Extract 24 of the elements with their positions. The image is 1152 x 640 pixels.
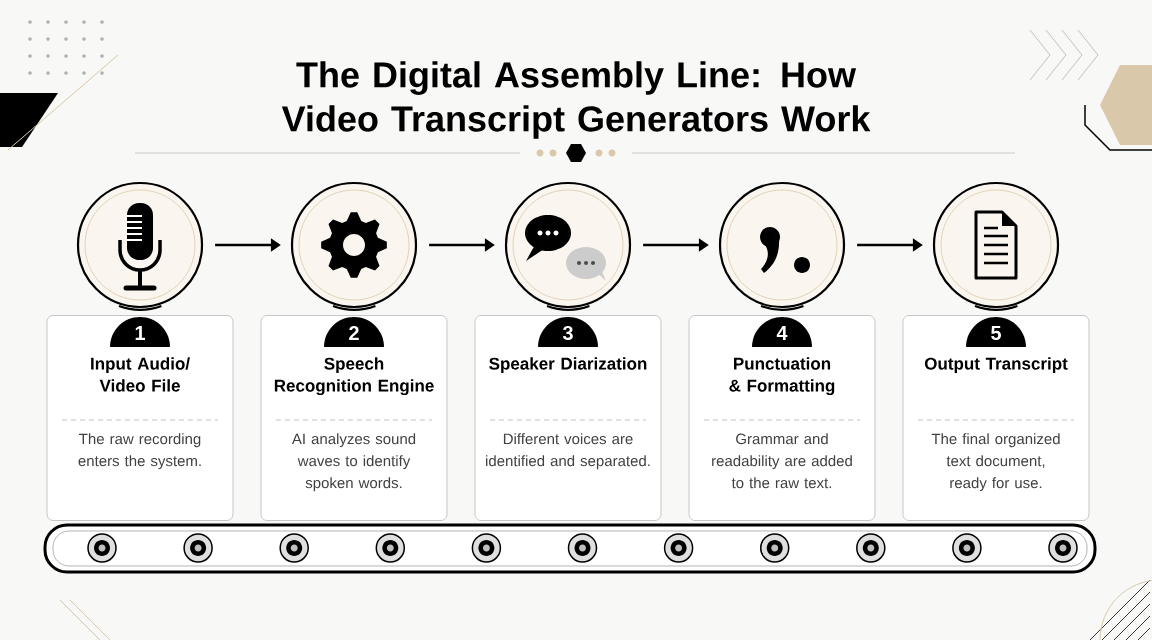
step-circle: [932, 181, 1060, 309]
step-description: The raw recording enters the system.: [78, 433, 201, 470]
title: The Digital Assembly Line: How Video Transcript Generators Work: [281, 61, 871, 139]
number-badge: 5: [966, 317, 1026, 347]
step-description: The final organized text document, ready for use.: [931, 433, 1060, 492]
step-title: Output Transcript: [924, 357, 1068, 374]
step-circle: [76, 181, 204, 309]
step-title: Punctuation & Formatting: [729, 357, 835, 396]
number-badge: 1: [110, 317, 170, 347]
step-card: [688, 304, 876, 521]
step-description: Different voices are identified and separated.: [486, 433, 650, 470]
step-description: AI analyzes sound waves to identify spoken words.: [291, 433, 416, 492]
number-badge: 4: [752, 317, 812, 347]
step-card: [46, 304, 234, 521]
step-title: Speech Recognition Engine: [274, 357, 434, 396]
step-circle: [718, 181, 846, 309]
step-title: Input Audio/ Video File: [91, 357, 190, 392]
step-card: [902, 304, 1090, 521]
step-description: Grammar and readability are added to the raw text.: [712, 433, 852, 489]
number-badge: 3: [538, 317, 598, 347]
step-card: [474, 304, 662, 521]
step-title: Speaker Diarization: [489, 357, 647, 374]
step-card: [260, 304, 448, 521]
number-badge: 2: [324, 317, 384, 347]
